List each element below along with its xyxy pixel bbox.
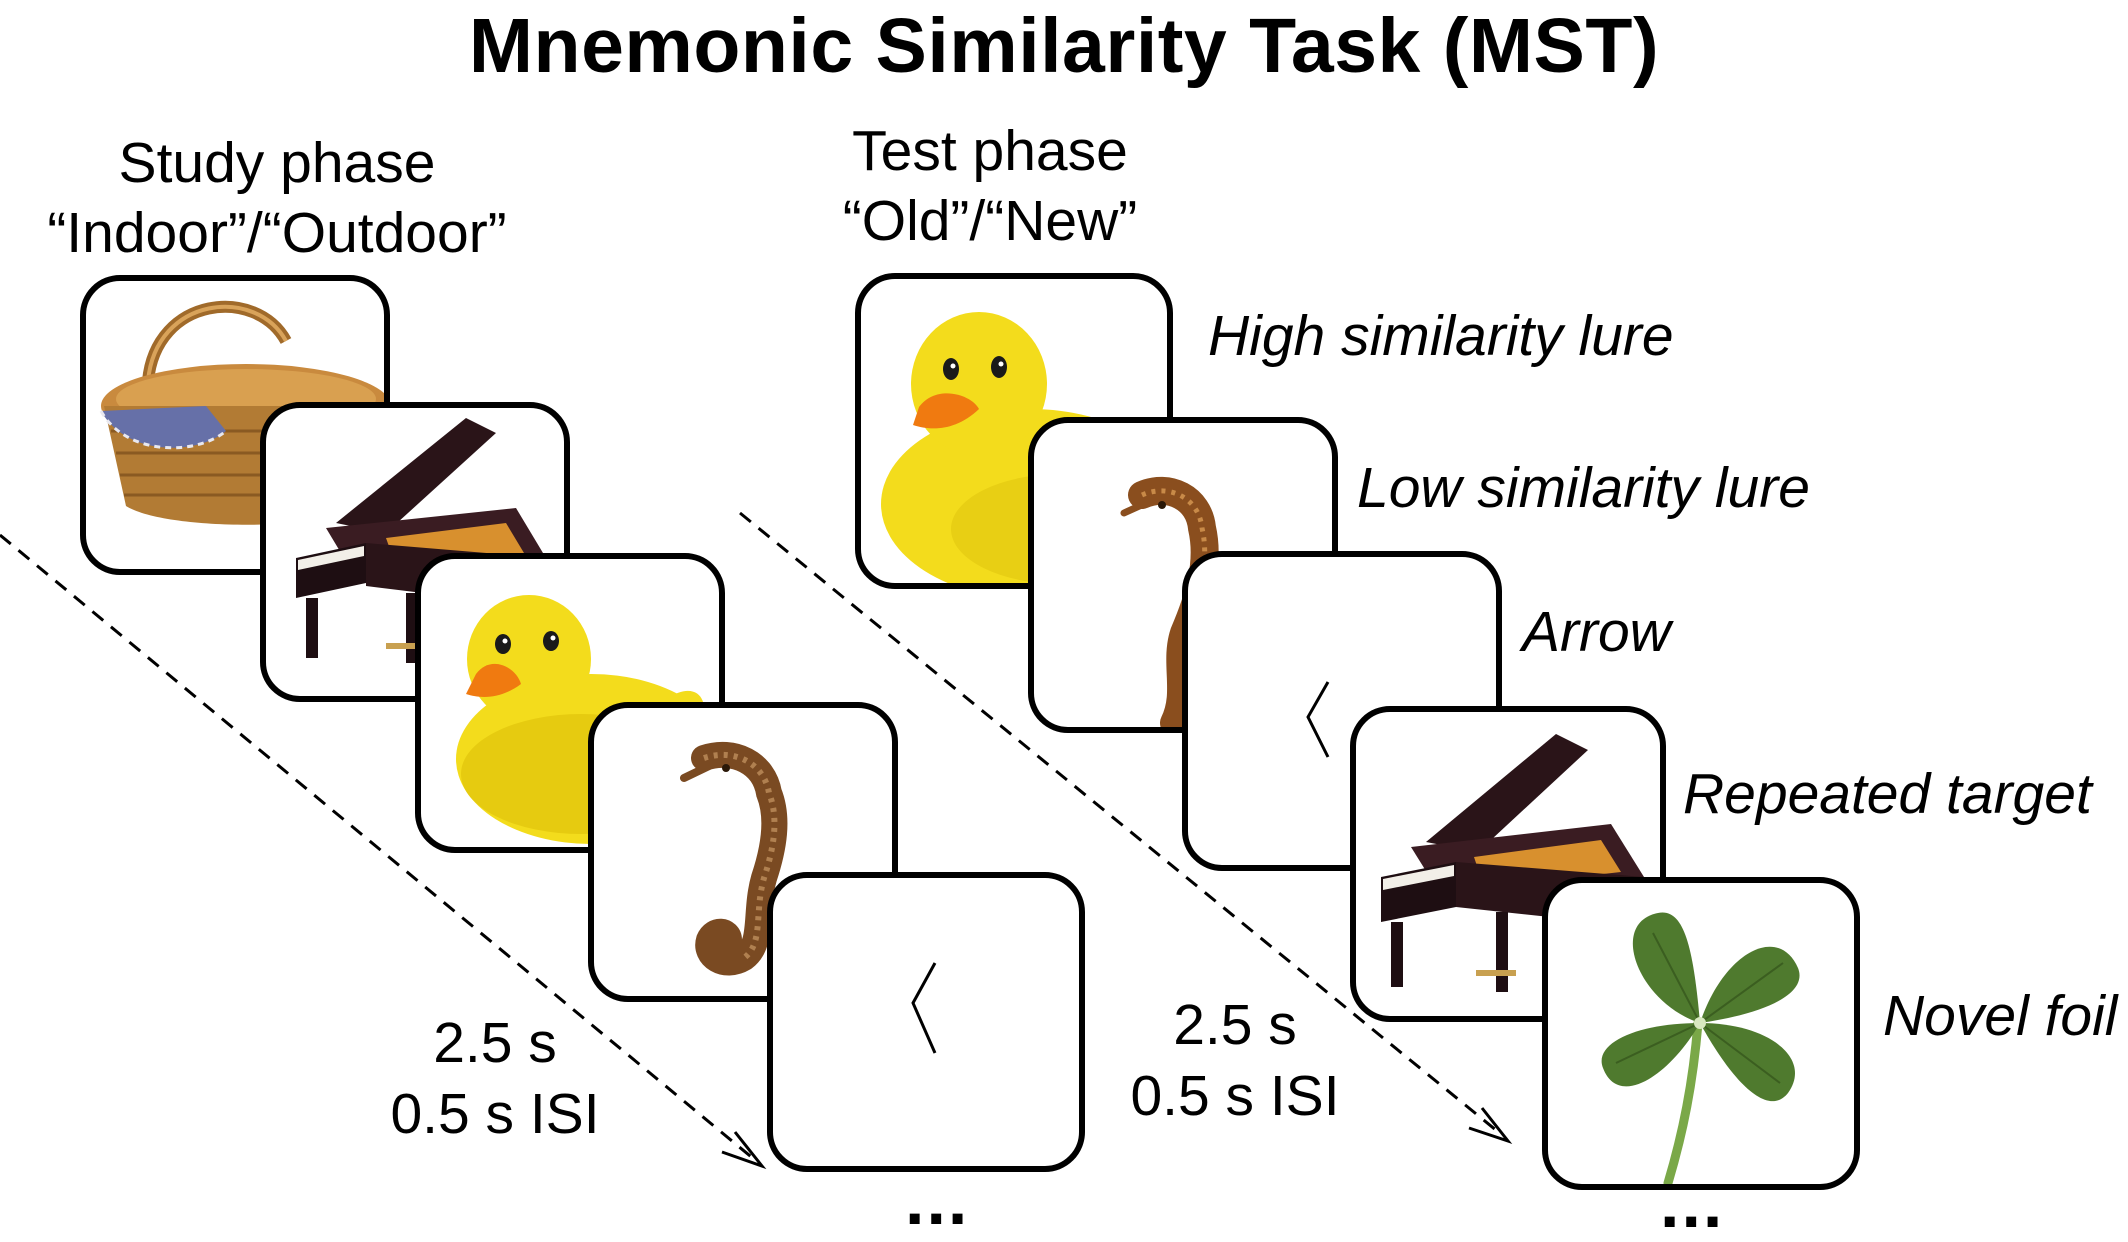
time-arrows (0, 511, 1513, 1170)
condition-arrow: Arrow (1522, 600, 1671, 664)
test-timing-duration: 2.5 s (1173, 993, 1297, 1057)
seahorse-image (680, 741, 788, 976)
diagram-title: Mnemonic Similarity Task (MST) (468, 3, 1660, 89)
test-left-arrow-icon (1306, 681, 1330, 758)
test-phase-instruction: “Old”/“New” (842, 189, 1138, 253)
study-timing-isi: 0.5 s ISI (390, 1082, 600, 1146)
condition-high-similarity-lure: High similarity lure (1208, 304, 1674, 368)
test-arrow-head (1468, 1107, 1513, 1145)
test-continuation-dots: ... (1660, 1164, 1725, 1242)
study-continuation-dots: ... (905, 1161, 970, 1239)
study-arrow-head (721, 1131, 767, 1170)
test-phase-heading: Test phase “Old”/“New” (780, 116, 1200, 256)
test-timing-isi: 0.5 s ISI (1130, 1064, 1340, 1128)
study-time-arrow (0, 533, 756, 1162)
condition-low-similarity-lure: Low similarity lure (1357, 456, 1810, 520)
clover-image (1601, 912, 1800, 1184)
study-timing-duration: 2.5 s (433, 1011, 557, 1075)
condition-novel-foil: Novel foil (1883, 984, 2118, 1048)
test-card-clover (1542, 877, 1860, 1190)
study-phase-instruction: “Indoor”/“Outdoor” (47, 201, 507, 265)
study-timing: 2.5 s 0.5 s ISI (370, 1008, 620, 1150)
test-phase-label: Test phase (852, 119, 1128, 183)
test-timing: 2.5 s 0.5 s ISI (1110, 990, 1360, 1132)
left-arrow-icon (911, 962, 937, 1054)
study-phase-label: Study phase (118, 131, 436, 195)
arrow-image (911, 962, 937, 1054)
condition-repeated-target: Repeated target (1683, 762, 2092, 826)
test-time-arrow (739, 511, 1503, 1137)
study-phase-heading: Study phase “Indoor”/“Outdoor” (22, 128, 532, 268)
study-card-arrow (767, 872, 1085, 1172)
test-arrow-image (1306, 681, 1330, 758)
